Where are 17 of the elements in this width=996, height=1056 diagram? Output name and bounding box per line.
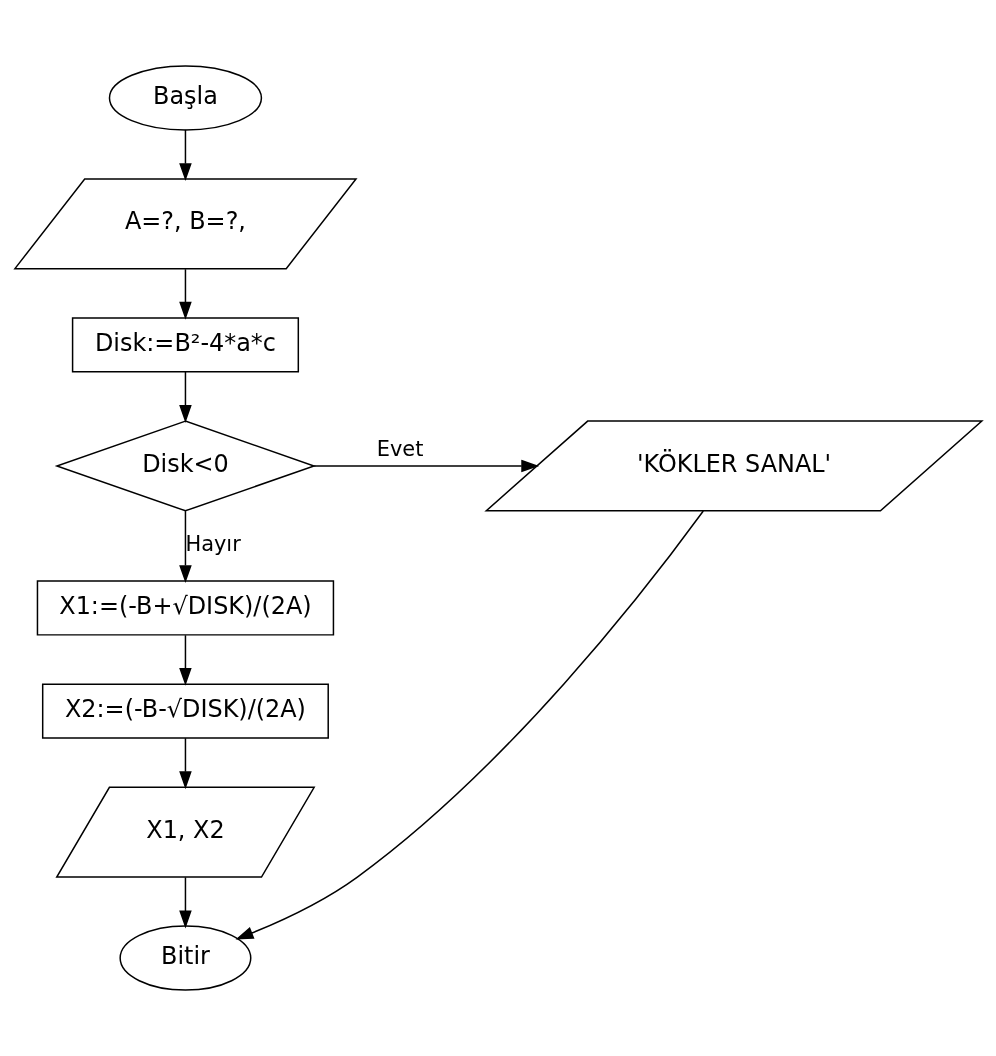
edge-label: Evet [376,436,423,461]
arrow [178,876,192,929]
arrow [235,510,704,940]
arrow [178,268,192,320]
arrow [178,737,192,790]
node-ellipse: Başla [108,65,262,131]
arrow [178,371,192,424]
arrow [178,634,192,686]
arrow [178,510,192,584]
node-box: Disk:=B²-4*a*c [71,317,299,373]
node-box: X1:=(-B+√DISK)/(2A) [36,580,334,636]
edge-label: Hayır [184,532,241,557]
arrow [178,129,192,182]
node-box: X2:=(-B-√DISK)/(2A) [41,683,329,739]
arrow [312,459,539,473]
node-diamond: Disk<0 [54,420,316,512]
node-ellipse: Bitir [118,925,251,991]
